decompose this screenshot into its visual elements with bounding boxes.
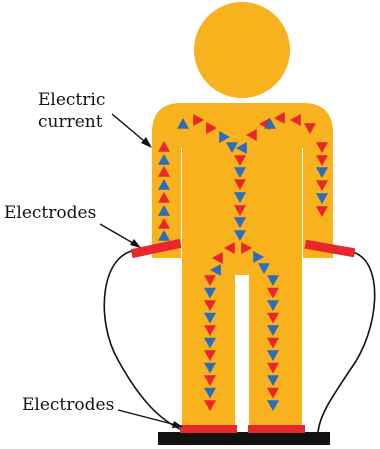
right-foot-electrode	[248, 425, 305, 433]
hand-electrodes-pointer-head	[130, 239, 141, 248]
left-wire	[104, 250, 182, 430]
electric-current-label-line1: Electric	[38, 90, 105, 110]
electric-current-label-line2: current	[38, 112, 103, 132]
hand-electrodes-label: Electrodes	[4, 203, 96, 223]
human-figure	[152, 2, 333, 428]
current-pointer-head	[141, 137, 152, 148]
torso-arms-legs	[152, 103, 333, 428]
head	[194, 2, 290, 98]
ground-plate	[158, 432, 330, 445]
foot-electrodes-pointer-head	[172, 421, 183, 428]
left-foot-electrode	[180, 425, 237, 433]
foot-electrodes-label: Electrodes	[22, 395, 114, 415]
foot-electrodes-pointer	[118, 410, 180, 426]
wires	[104, 250, 374, 432]
right-wire	[318, 252, 375, 432]
